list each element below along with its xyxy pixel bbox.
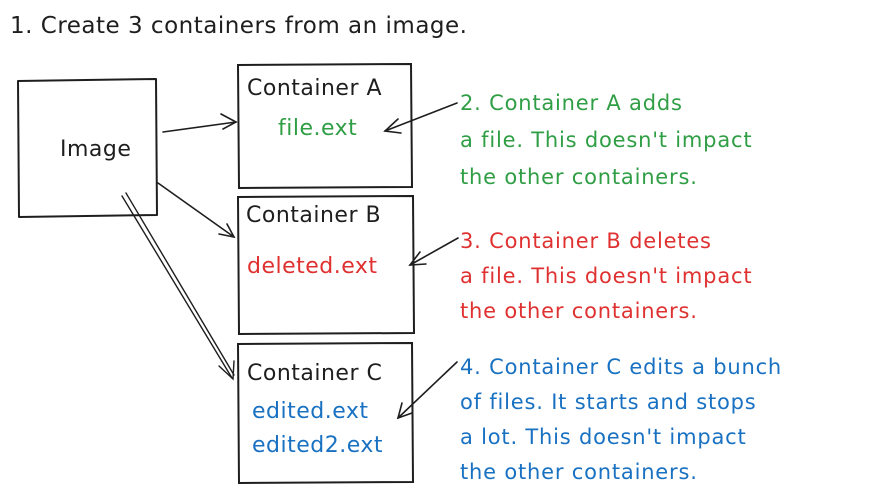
note-a-line-1: 2. Container A adds: [460, 91, 683, 115]
note-b-line-1: 3. Container B deletes: [460, 229, 712, 253]
image-box: [17, 78, 158, 218]
container-a-title: Container A: [247, 76, 383, 101]
container-c-title: Container C: [247, 361, 383, 386]
note-c-line-1: 4. Container C edits a bunch: [460, 355, 783, 379]
note-b-line-3: the other containers.: [460, 299, 698, 323]
note-b-line-2: a file. This doesn't impact: [460, 264, 753, 288]
container-c-file-2: edited2.ext: [252, 433, 384, 458]
container-c-file-1: edited.ext: [252, 399, 369, 424]
container-c-box: [236, 341, 415, 485]
diagram-title: 1. Create 3 containers from an image.: [10, 13, 468, 39]
note-a-line-3: the other containers.: [460, 165, 698, 189]
note-a-line-2: a file. This doesn't impact: [460, 128, 753, 152]
note-c-line-3: a lot. This doesn't impact: [460, 425, 747, 449]
container-b-box: [236, 194, 416, 336]
container-a-box: [236, 62, 414, 190]
image-label: Image: [60, 137, 132, 162]
note-c-line-4: the other containers.: [460, 460, 698, 484]
container-a-file: file.ext: [278, 116, 358, 141]
container-b-file: deleted.ext: [247, 254, 378, 279]
arrow-image-to-c: [121, 192, 235, 381]
note-c-line-2: of files. It starts and stops: [460, 390, 757, 414]
arrow-note-b: [408, 237, 459, 266]
arrow-image-to-b: [157, 182, 236, 239]
container-b-title: Container B: [246, 203, 382, 228]
arrow-note-c: [396, 361, 458, 420]
arrow-note-a: [383, 102, 458, 134]
arrow-image-to-a: [162, 113, 238, 133]
